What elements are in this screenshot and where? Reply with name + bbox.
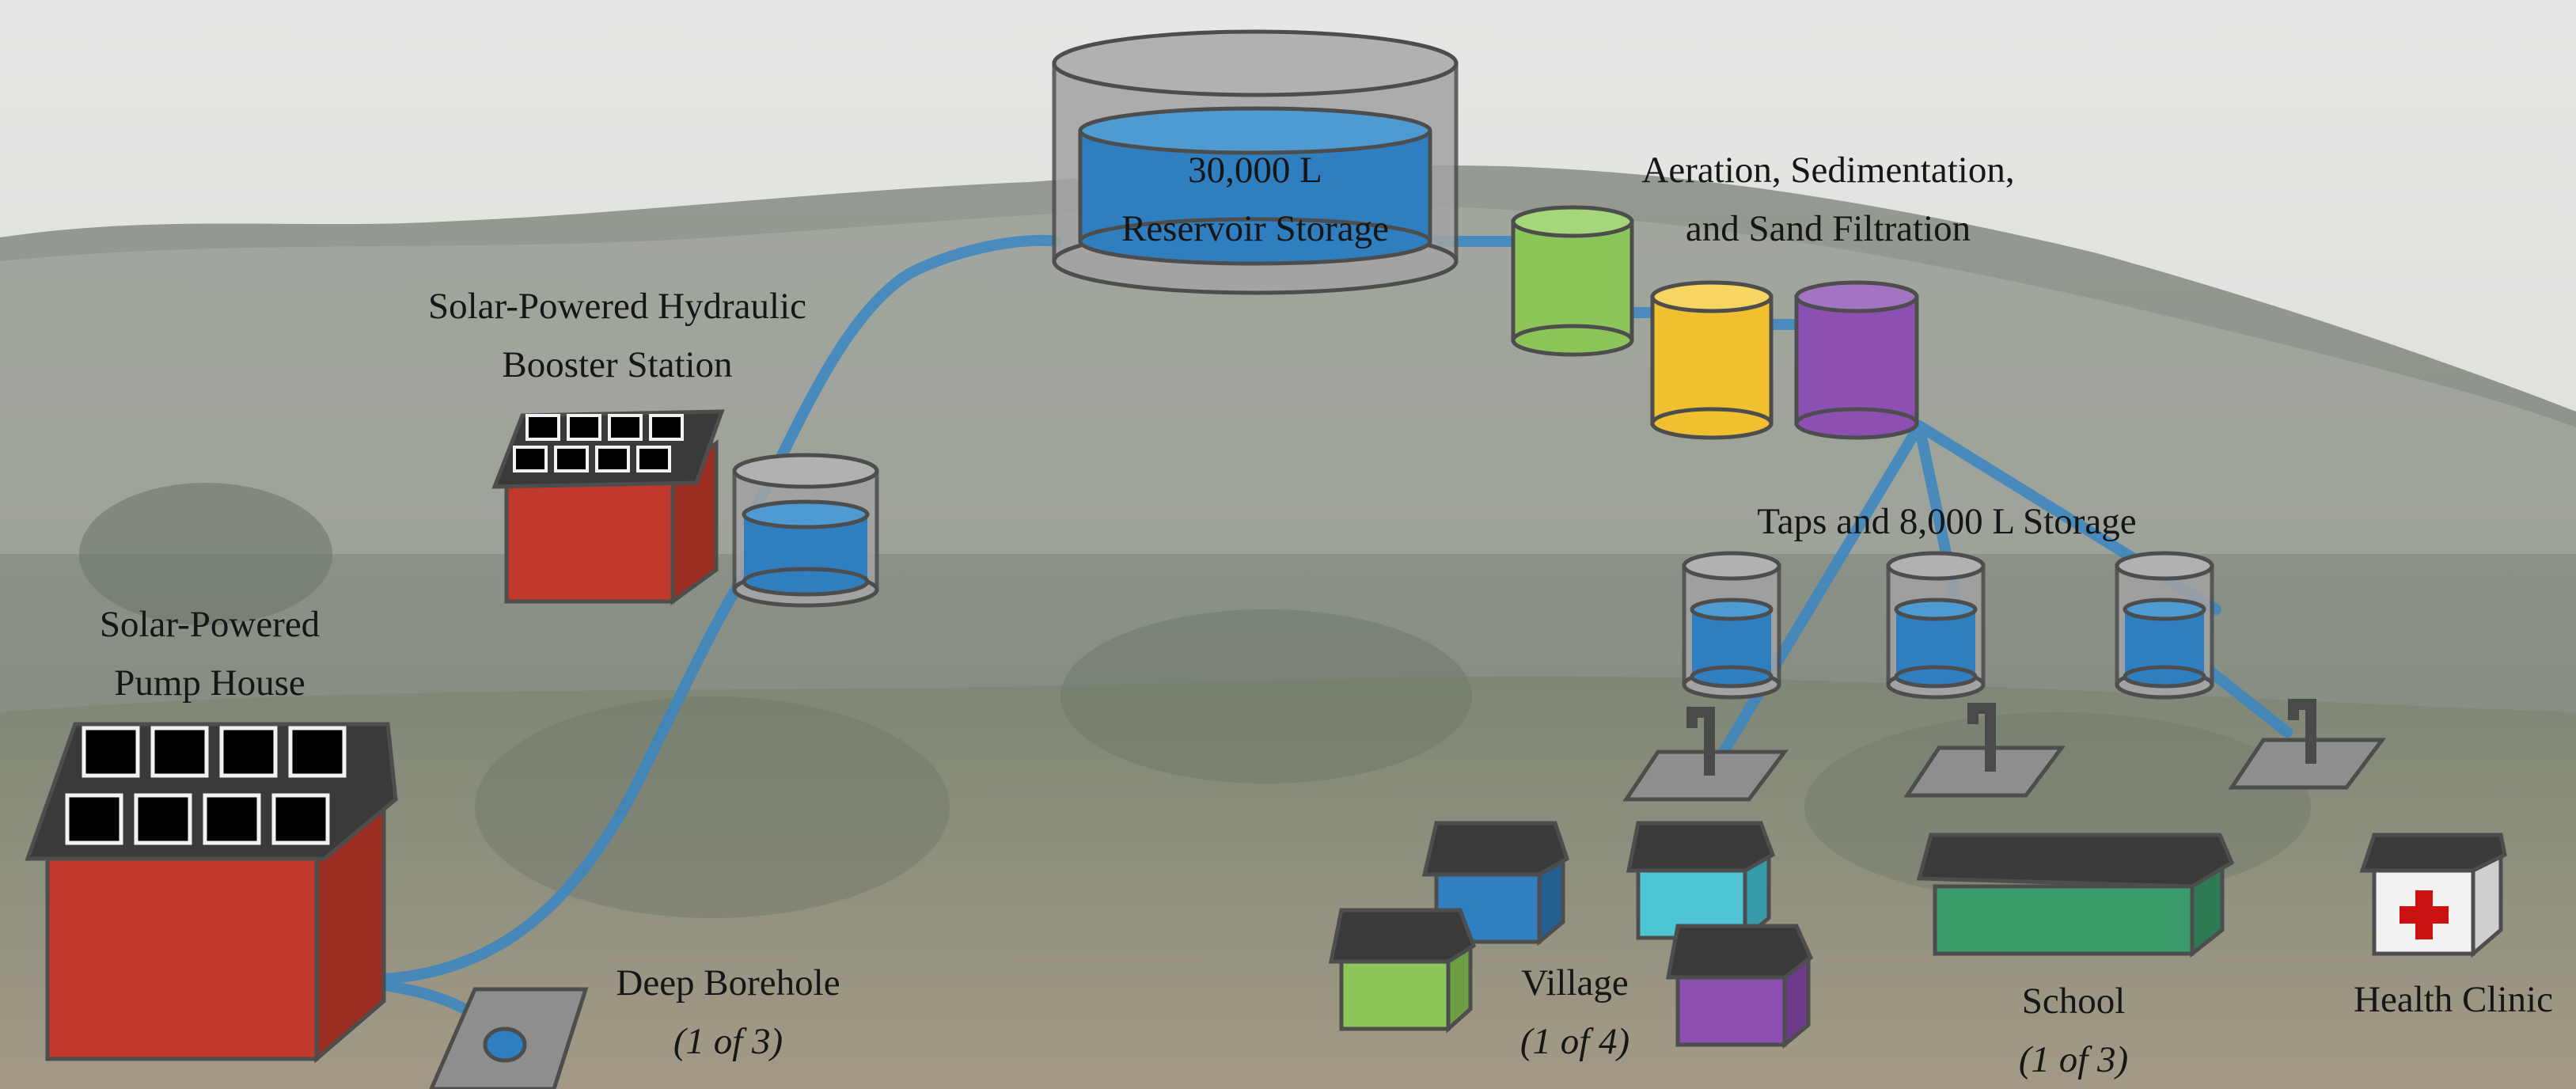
aeration-filter-green bbox=[1511, 205, 1634, 357]
booster-label: Solar-Powered Hydraulic Booster Station bbox=[372, 277, 863, 394]
treatment-label: Aeration, Sedimentation, and Sand Filtra… bbox=[1567, 141, 2089, 258]
pump-house-front bbox=[45, 856, 319, 1061]
taps-label-text: Taps and 8,000 L Storage bbox=[1757, 501, 2137, 542]
tap-stand-2 bbox=[1903, 703, 2066, 798]
village-label: Village (1 of 4) bbox=[1464, 954, 1686, 1071]
pipe-pumphouse-to-booster bbox=[355, 564, 753, 985]
booster-label-line1: Solar-Powered Hydraulic bbox=[427, 286, 807, 327]
clinic-label-text: Health Clinic bbox=[2354, 979, 2553, 1020]
borehole-opening bbox=[483, 1026, 527, 1063]
treatment-label-line1: Aeration, Sedimentation, bbox=[1641, 150, 2015, 191]
health-clinic bbox=[2359, 833, 2507, 958]
village-house-purple bbox=[1665, 924, 1814, 1049]
sedimentation-filter-yellow bbox=[1650, 280, 1774, 440]
borehole bbox=[429, 987, 589, 1089]
village-house-blue bbox=[1421, 821, 1570, 947]
booster-house-front bbox=[504, 472, 675, 604]
clinic-label: Health Clinic bbox=[2335, 970, 2572, 1029]
school-label-line2: (1 of 3) bbox=[2018, 1039, 2129, 1080]
tap-storage-tank-3 bbox=[2115, 551, 2214, 700]
reservoir-label: 30,000 L Reservoir Storage bbox=[1106, 141, 1404, 258]
tap-storage-tank-1 bbox=[1682, 551, 1781, 700]
medical-cross-icon bbox=[2400, 890, 2449, 939]
taps-label: Taps and 8,000 L Storage bbox=[1694, 492, 2200, 551]
pump-house-label-line2: Pump House bbox=[114, 662, 305, 704]
tap-stand-3 bbox=[2228, 699, 2386, 790]
village-house-green bbox=[1328, 908, 1477, 1034]
tap-stand-1 bbox=[1622, 707, 1789, 802]
tree-cluster bbox=[79, 483, 332, 625]
pump-house-solar-panels bbox=[65, 726, 347, 845]
village-label-line2: (1 of 4) bbox=[1519, 1021, 1630, 1062]
reservoir-label-line1: 30,000 L bbox=[1188, 150, 1322, 191]
borehole-label-line1: Deep Borehole bbox=[616, 962, 840, 1004]
pump-house bbox=[25, 722, 398, 1064]
tree-cluster bbox=[1060, 609, 1472, 784]
booster-solar-panels bbox=[513, 414, 684, 472]
booster-tank bbox=[732, 453, 879, 608]
pump-house-label-line1: Solar-Powered bbox=[99, 604, 321, 645]
sand-filter-purple bbox=[1794, 280, 1919, 440]
school-label-line1: School bbox=[2021, 981, 2126, 1022]
school-building bbox=[1916, 833, 2235, 958]
booster-label-line2: Booster Station bbox=[502, 344, 733, 385]
treatment-label-line2: and Sand Filtration bbox=[1685, 208, 1971, 249]
borehole-label-line2: (1 of 3) bbox=[673, 1021, 783, 1062]
village-label-line1: Village bbox=[1521, 962, 1629, 1004]
reservoir-tank bbox=[1052, 29, 1459, 295]
village-house-cyan bbox=[1626, 821, 1776, 943]
pipe-booster-to-reservoir bbox=[742, 234, 1062, 528]
booster-station bbox=[491, 409, 725, 605]
pipe-tank3-to-tap bbox=[2206, 667, 2293, 738]
reservoir-label-line2: Reservoir Storage bbox=[1121, 208, 1390, 249]
pump-house-label: Solar-Powered Pump House bbox=[47, 595, 372, 712]
pipe-to-tap-1 bbox=[1718, 420, 1925, 757]
tap-storage-tank-2 bbox=[1886, 551, 1986, 700]
tree-cluster bbox=[475, 696, 950, 918]
school-label: School (1 of 3) bbox=[1963, 972, 2184, 1089]
borehole-label: Deep Borehole (1 of 3) bbox=[570, 954, 886, 1071]
